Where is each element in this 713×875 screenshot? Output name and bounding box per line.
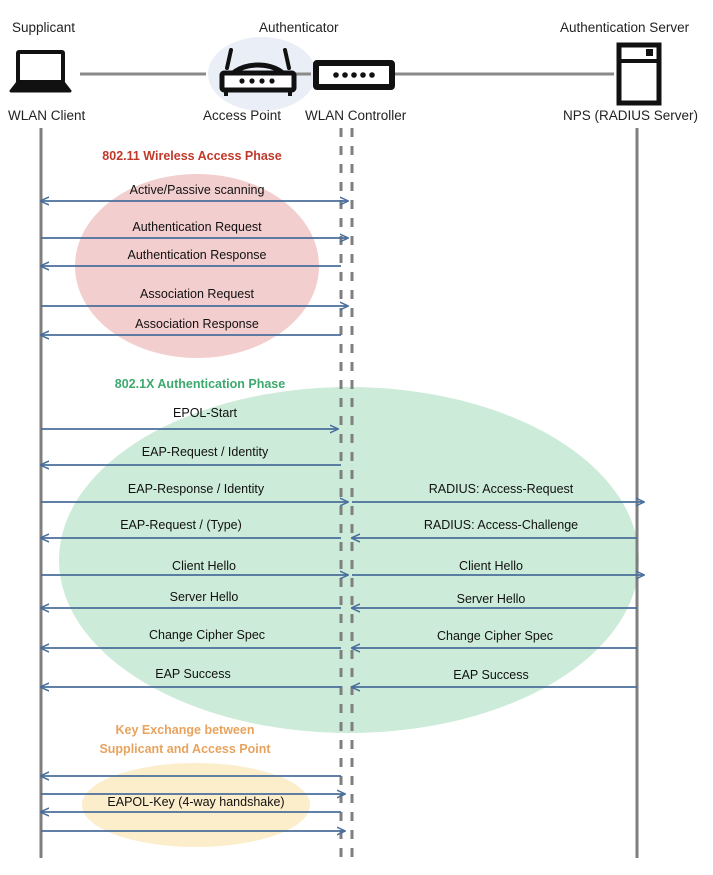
message-label-eap-request-identity: EAP-Request / Identity: [141, 445, 269, 459]
phase-label-key-exchange-line1: Key Exchange between: [115, 723, 255, 737]
ellipse-phase-8021x: [59, 387, 639, 733]
ellipse-phase-key-exchange: [82, 763, 310, 847]
message-label-change-cipher-spec-left: Change Cipher Spec: [148, 628, 266, 642]
actor-role-authenticator: Authenticator: [259, 20, 339, 35]
message-label-server-hello-left: Server Hello: [169, 590, 239, 604]
message-label-server-hello-right: Server Hello: [456, 592, 526, 606]
actor-name-nps-radius-server: NPS (RADIUS Server): [563, 108, 699, 123]
message-label-eap-success-left: EAP Success: [155, 667, 231, 681]
message-label-association-response: Association Response: [135, 317, 259, 331]
network-switch-icon: [313, 60, 395, 90]
message-label-epol-start: EPOL-Start: [173, 406, 237, 420]
actor-name-wlan-controller: WLAN Controller: [305, 108, 407, 123]
message-arrows: [41, 201, 644, 831]
message-label-eap-response-identity: EAP-Response / Identity: [127, 482, 265, 496]
message-label-radius-access-request: RADIUS: Access-Request: [428, 482, 574, 496]
message-label-active-passive-scanning: Active/Passive scanning: [129, 183, 265, 197]
wireless-router-icon: [219, 48, 297, 96]
lifelines: [39, 128, 639, 858]
message-label-client-hello-left: Client Hello: [172, 559, 236, 573]
message-label-eapol-key-handshake: EAPOL-Key (4-way handshake): [107, 795, 285, 809]
actor-role-supplicant: Supplicant: [12, 20, 76, 35]
message-label-change-cipher-spec-right: Change Cipher Spec: [436, 629, 554, 643]
message-label-eap-success-right: EAP Success: [453, 668, 529, 682]
phase-label-key-exchange-line2: Supplicant and Access Point: [99, 742, 271, 756]
actor-name-wlan-client: WLAN Client: [8, 108, 86, 123]
laptop-icon: [9, 50, 72, 93]
phase-label-8021x: 802.1X Authentication Phase: [114, 377, 286, 391]
message-label-eap-request-type: EAP-Request / (Type): [120, 518, 242, 532]
message-label-association-request: Association Request: [140, 287, 254, 301]
server-rack-icon: [616, 42, 662, 106]
phase-label-80211: 802.11 Wireless Access Phase: [102, 149, 282, 163]
message-label-authentication-response: Authentication Response: [127, 248, 267, 262]
message-label-client-hello-right: Client Hello: [459, 559, 523, 573]
message-label-radius-access-challenge: RADIUS: Access-Challenge: [423, 518, 579, 532]
actor-name-access-point: Access Point: [203, 108, 282, 123]
message-label-authentication-request: Authentication Request: [132, 220, 262, 234]
actor-role-auth-server: Authentication Server: [560, 20, 690, 35]
